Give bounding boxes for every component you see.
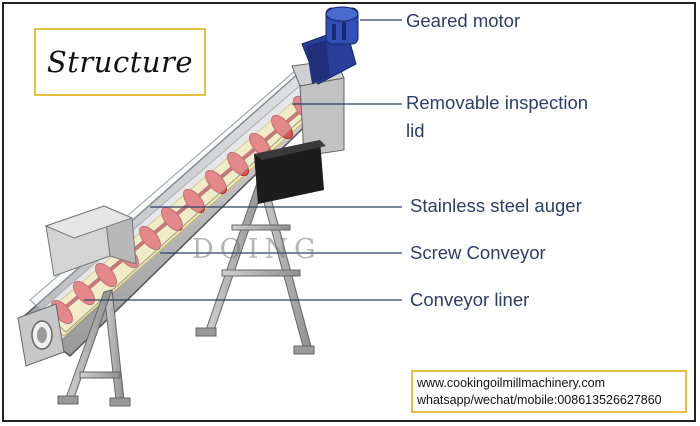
watermark-text: DOING bbox=[192, 234, 322, 265]
leader-lines bbox=[84, 19, 402, 301]
contact-box: www.cookingoilmillmachinery.com whatsapp… bbox=[411, 370, 687, 413]
label-screw-conveyor: Screw Conveyor bbox=[410, 242, 546, 263]
label-inspection-lid-line2: lid bbox=[406, 120, 425, 141]
label-stainless-steel-auger: Stainless steel auger bbox=[410, 195, 582, 216]
label-conveyor-liner: Conveyor liner bbox=[410, 289, 530, 310]
geared-motor bbox=[301, 6, 359, 85]
contact-website: www.cookingoilmillmachinery.com bbox=[417, 376, 606, 390]
front-support-stand bbox=[57, 289, 131, 407]
title-box: Structure bbox=[34, 28, 206, 96]
diagram-title: Structure bbox=[46, 45, 194, 79]
rear-support-stand bbox=[195, 179, 315, 355]
inlet-hopper bbox=[44, 205, 137, 277]
label-inspection-lid-line1: Removable inspection bbox=[406, 92, 589, 113]
inlet-flange bbox=[17, 303, 65, 367]
contact-phone: whatsapp/wechat/mobile:008613526627860 bbox=[417, 393, 662, 407]
label-geared-motor: Geared motor bbox=[406, 10, 521, 31]
discharge-bin bbox=[254, 140, 326, 204]
